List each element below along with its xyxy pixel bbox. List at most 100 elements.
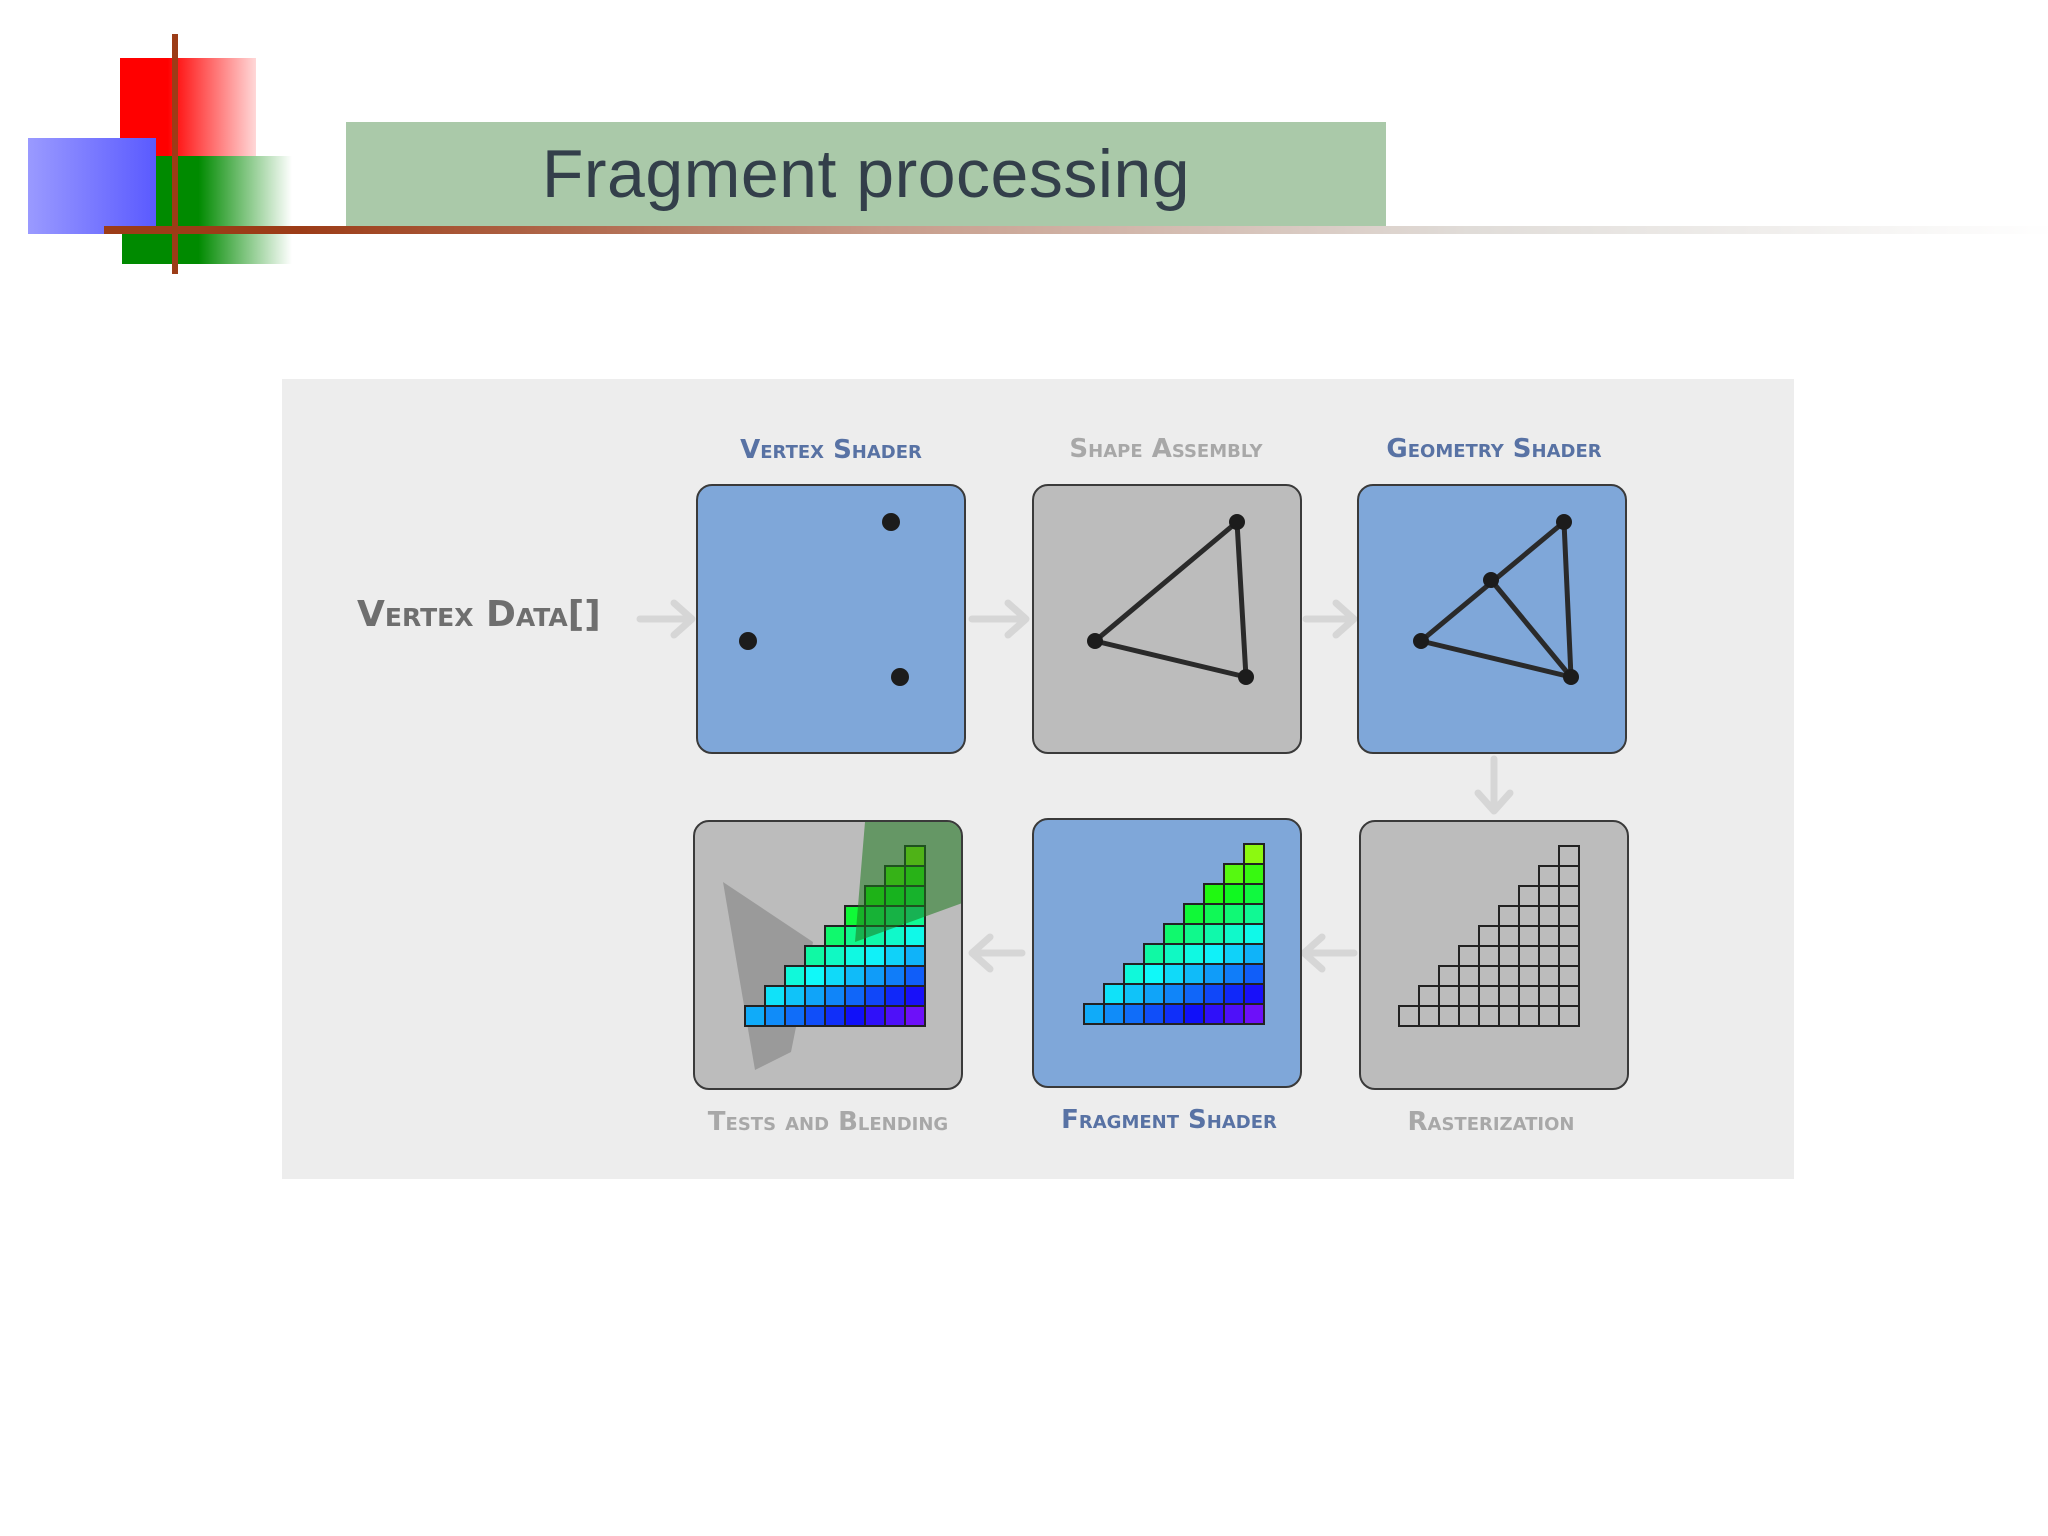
pixel-cell <box>1458 945 1480 967</box>
pixel-cell <box>1123 963 1145 985</box>
pixel-cell <box>1243 903 1265 925</box>
pixel-cell <box>864 945 886 967</box>
pixel-cell <box>1478 1005 1500 1027</box>
pixel-cell <box>1203 923 1225 945</box>
label-fragment-shader: Fragment Shader <box>1061 1105 1277 1135</box>
colored-fragments-illustration <box>1083 843 1265 1025</box>
pixel-cell <box>804 1005 826 1027</box>
pixel-cell <box>1223 943 1245 965</box>
pixel-cell <box>1558 885 1580 907</box>
pixel-cell <box>1518 905 1540 927</box>
pixel-cell <box>1163 983 1185 1005</box>
pixel-cell <box>884 985 906 1007</box>
pixel-cell <box>804 985 826 1007</box>
pixel-cell <box>1558 985 1580 1007</box>
pixel-cell <box>1398 1005 1420 1027</box>
pixel-cell <box>1558 905 1580 927</box>
pixel-cell <box>764 985 786 1007</box>
title-banner: Fragment processing <box>346 122 1386 226</box>
pixel-cell <box>1083 1003 1105 1025</box>
pixel-cell <box>1163 963 1185 985</box>
pixel-cell <box>1558 845 1580 867</box>
pixel-cell <box>1418 1005 1440 1027</box>
pixel-cell <box>904 985 926 1007</box>
pixel-cell <box>764 1005 786 1027</box>
pixel-cell <box>824 985 846 1007</box>
pixel-cell <box>744 1005 766 1027</box>
pixel-cell <box>824 925 846 947</box>
decor-blue-square <box>28 138 156 234</box>
pixel-cell <box>1538 905 1560 927</box>
pixel-cell <box>1478 965 1500 987</box>
decor-vertical-rule <box>172 34 178 274</box>
label-shape-assembly: Shape Assembly <box>1069 434 1263 464</box>
pixel-cell <box>1518 925 1540 947</box>
pixel-cell <box>1183 923 1205 945</box>
pixel-cell <box>1223 983 1245 1005</box>
pixel-cell <box>1223 923 1245 945</box>
pixel-cell <box>804 965 826 987</box>
pixel-cell <box>1243 1003 1265 1025</box>
subdivided-triangle-illustration <box>1413 514 1579 685</box>
stage-fragment-shader <box>1032 818 1302 1088</box>
blended-fragments-illustration <box>723 822 961 1070</box>
pixel-cell <box>1163 943 1185 965</box>
pixel-cell <box>904 925 926 947</box>
pixel-cell <box>1163 1003 1185 1025</box>
pixel-cell <box>1223 1003 1245 1025</box>
pixel-cell <box>1203 903 1225 925</box>
pixel-cell <box>904 945 926 967</box>
pixel-cell <box>844 945 866 967</box>
pixel-cell <box>864 985 886 1007</box>
pixel-cell <box>1203 963 1225 985</box>
arrow-geometry-to-raster <box>1474 755 1514 815</box>
pixel-cell <box>1418 985 1440 1007</box>
pixel-cell <box>1223 863 1245 885</box>
pixel-cell <box>1183 943 1205 965</box>
pixel-cell <box>1243 923 1265 945</box>
pixel-cell <box>1103 983 1125 1005</box>
pixel-cell <box>1143 943 1165 965</box>
pixel-cell <box>1243 883 1265 905</box>
label-geometry-shader: Geometry Shader <box>1386 434 1602 464</box>
pixel-cell <box>784 965 806 987</box>
pixel-cell <box>784 985 806 1007</box>
pixel-cell <box>1458 965 1480 987</box>
pixel-cell <box>824 945 846 967</box>
pixel-cell <box>1143 1003 1165 1025</box>
pixel-cell <box>1123 1003 1145 1025</box>
pixel-cell <box>1243 943 1265 965</box>
pixel-cell <box>1223 903 1245 925</box>
pixel-cell <box>1518 965 1540 987</box>
pixel-cell <box>844 965 866 987</box>
pixel-cell <box>1183 983 1205 1005</box>
pixel-cell <box>1243 983 1265 1005</box>
pixel-cell <box>804 945 826 967</box>
pixel-cell <box>1498 1005 1520 1027</box>
pixel-cell <box>1558 1005 1580 1027</box>
pixel-cell <box>1518 885 1540 907</box>
pixel-cell <box>1243 843 1265 865</box>
pixel-cell <box>864 1005 886 1027</box>
stage-geometry-shader <box>1357 484 1627 754</box>
label-tests-and-blending: Tests and Blending <box>707 1107 949 1137</box>
pixel-cell <box>1203 883 1225 905</box>
pixel-cell <box>1243 963 1265 985</box>
pixel-cell <box>844 1005 866 1027</box>
blended-green-shape <box>855 822 961 942</box>
label-vertex-shader: Vertex Shader <box>740 435 922 465</box>
pixel-cell <box>1498 945 1520 967</box>
pixel-cell <box>1478 945 1500 967</box>
stage-vertex-shader <box>696 484 966 754</box>
pixel-cell <box>1438 1005 1460 1027</box>
pixel-cell <box>1143 983 1165 1005</box>
pipeline-diagram: Vertex Data[] Vertex Shader Shape Assemb… <box>282 379 1794 1179</box>
pixel-cell <box>1103 1003 1125 1025</box>
pixel-cell <box>884 1005 906 1027</box>
arrow-vertex-to-assembly <box>968 599 1030 639</box>
pixel-cell <box>1458 985 1480 1007</box>
slide-title: Fragment processing <box>541 136 1191 212</box>
stage-rasterization <box>1359 820 1629 1090</box>
stage-tests-and-blending <box>693 820 963 1090</box>
pixel-cell <box>1538 1005 1560 1027</box>
